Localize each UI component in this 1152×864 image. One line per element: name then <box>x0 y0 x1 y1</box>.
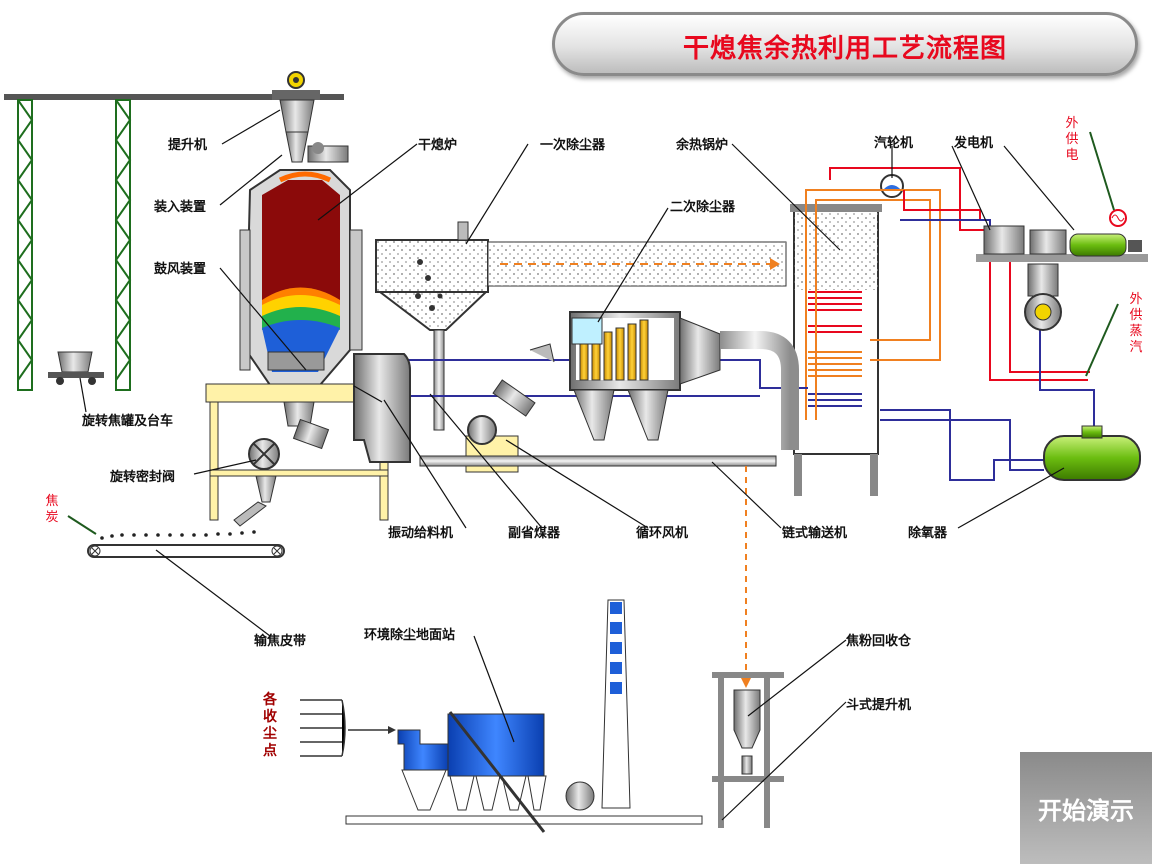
start-demo-button[interactable]: 开始演示 <box>1020 752 1152 864</box>
primary-dust-collector <box>375 221 489 431</box>
label-deaerator: 除氧器 <box>908 526 948 541</box>
label-ground-station: 环境除尘地面站 <box>364 628 456 643</box>
label-coke-belt: 输焦皮带 <box>254 634 307 649</box>
hoist <box>272 71 349 163</box>
label-economizer: 副省煤器 <box>508 526 561 541</box>
label-ext-steam: 外供蒸汽 <box>1129 292 1143 355</box>
chain-conveyor <box>419 455 777 688</box>
crane-gantry <box>4 94 344 391</box>
powder-bin <box>712 672 784 828</box>
label-dust-points: 各收尘点 <box>263 692 277 759</box>
turbine-generator <box>976 131 1148 331</box>
leader-lines <box>67 109 1119 821</box>
label-bucket-elevator: 斗式提升机 <box>846 698 912 713</box>
title-banner <box>552 12 1138 76</box>
ground-dust-station <box>300 599 703 833</box>
label-hoist: 提升机 <box>168 138 208 153</box>
deaerator <box>1043 425 1141 481</box>
label-chain-conveyor: 链式输送机 <box>782 526 848 541</box>
hot-gas-duct <box>487 241 787 287</box>
rotary-seal-valve <box>233 401 330 527</box>
label-rotary-tank: 旋转焦罐及台车 <box>82 414 174 429</box>
label-vib-feeder: 振动给料机 <box>388 526 454 541</box>
label-cdq-furnace: 干熄炉 <box>418 138 458 153</box>
label-primary-dust: 一次除尘器 <box>540 138 606 153</box>
label-boiler: 余热锅炉 <box>676 138 729 153</box>
label-ext-power: 外供电 <box>1065 116 1079 163</box>
label-generator: 发电机 <box>954 136 994 151</box>
diagram-title: 干熄焦余热利用工艺流程图 <box>682 34 1007 64</box>
cdq-furnace <box>239 169 363 386</box>
label-rotary-seal: 旋转密封阀 <box>110 470 176 485</box>
label-blower: 鼓风装置 <box>154 262 207 277</box>
label-powder-bin: 焦粉回收仓 <box>846 634 912 649</box>
label-turbine: 汽轮机 <box>874 136 914 151</box>
label-secondary-dust: 二次除尘器 <box>670 200 736 215</box>
steam-water-lines <box>362 167 1095 481</box>
label-coke: 焦炭 <box>45 494 59 525</box>
coke-belt <box>87 530 285 558</box>
rotary-coke-tank <box>48 351 104 385</box>
economizer <box>353 353 411 463</box>
label-charging: 装入装置 <box>154 200 207 215</box>
label-circ-fan: 循环风机 <box>636 526 689 541</box>
secondary-dust-collector <box>529 311 799 450</box>
